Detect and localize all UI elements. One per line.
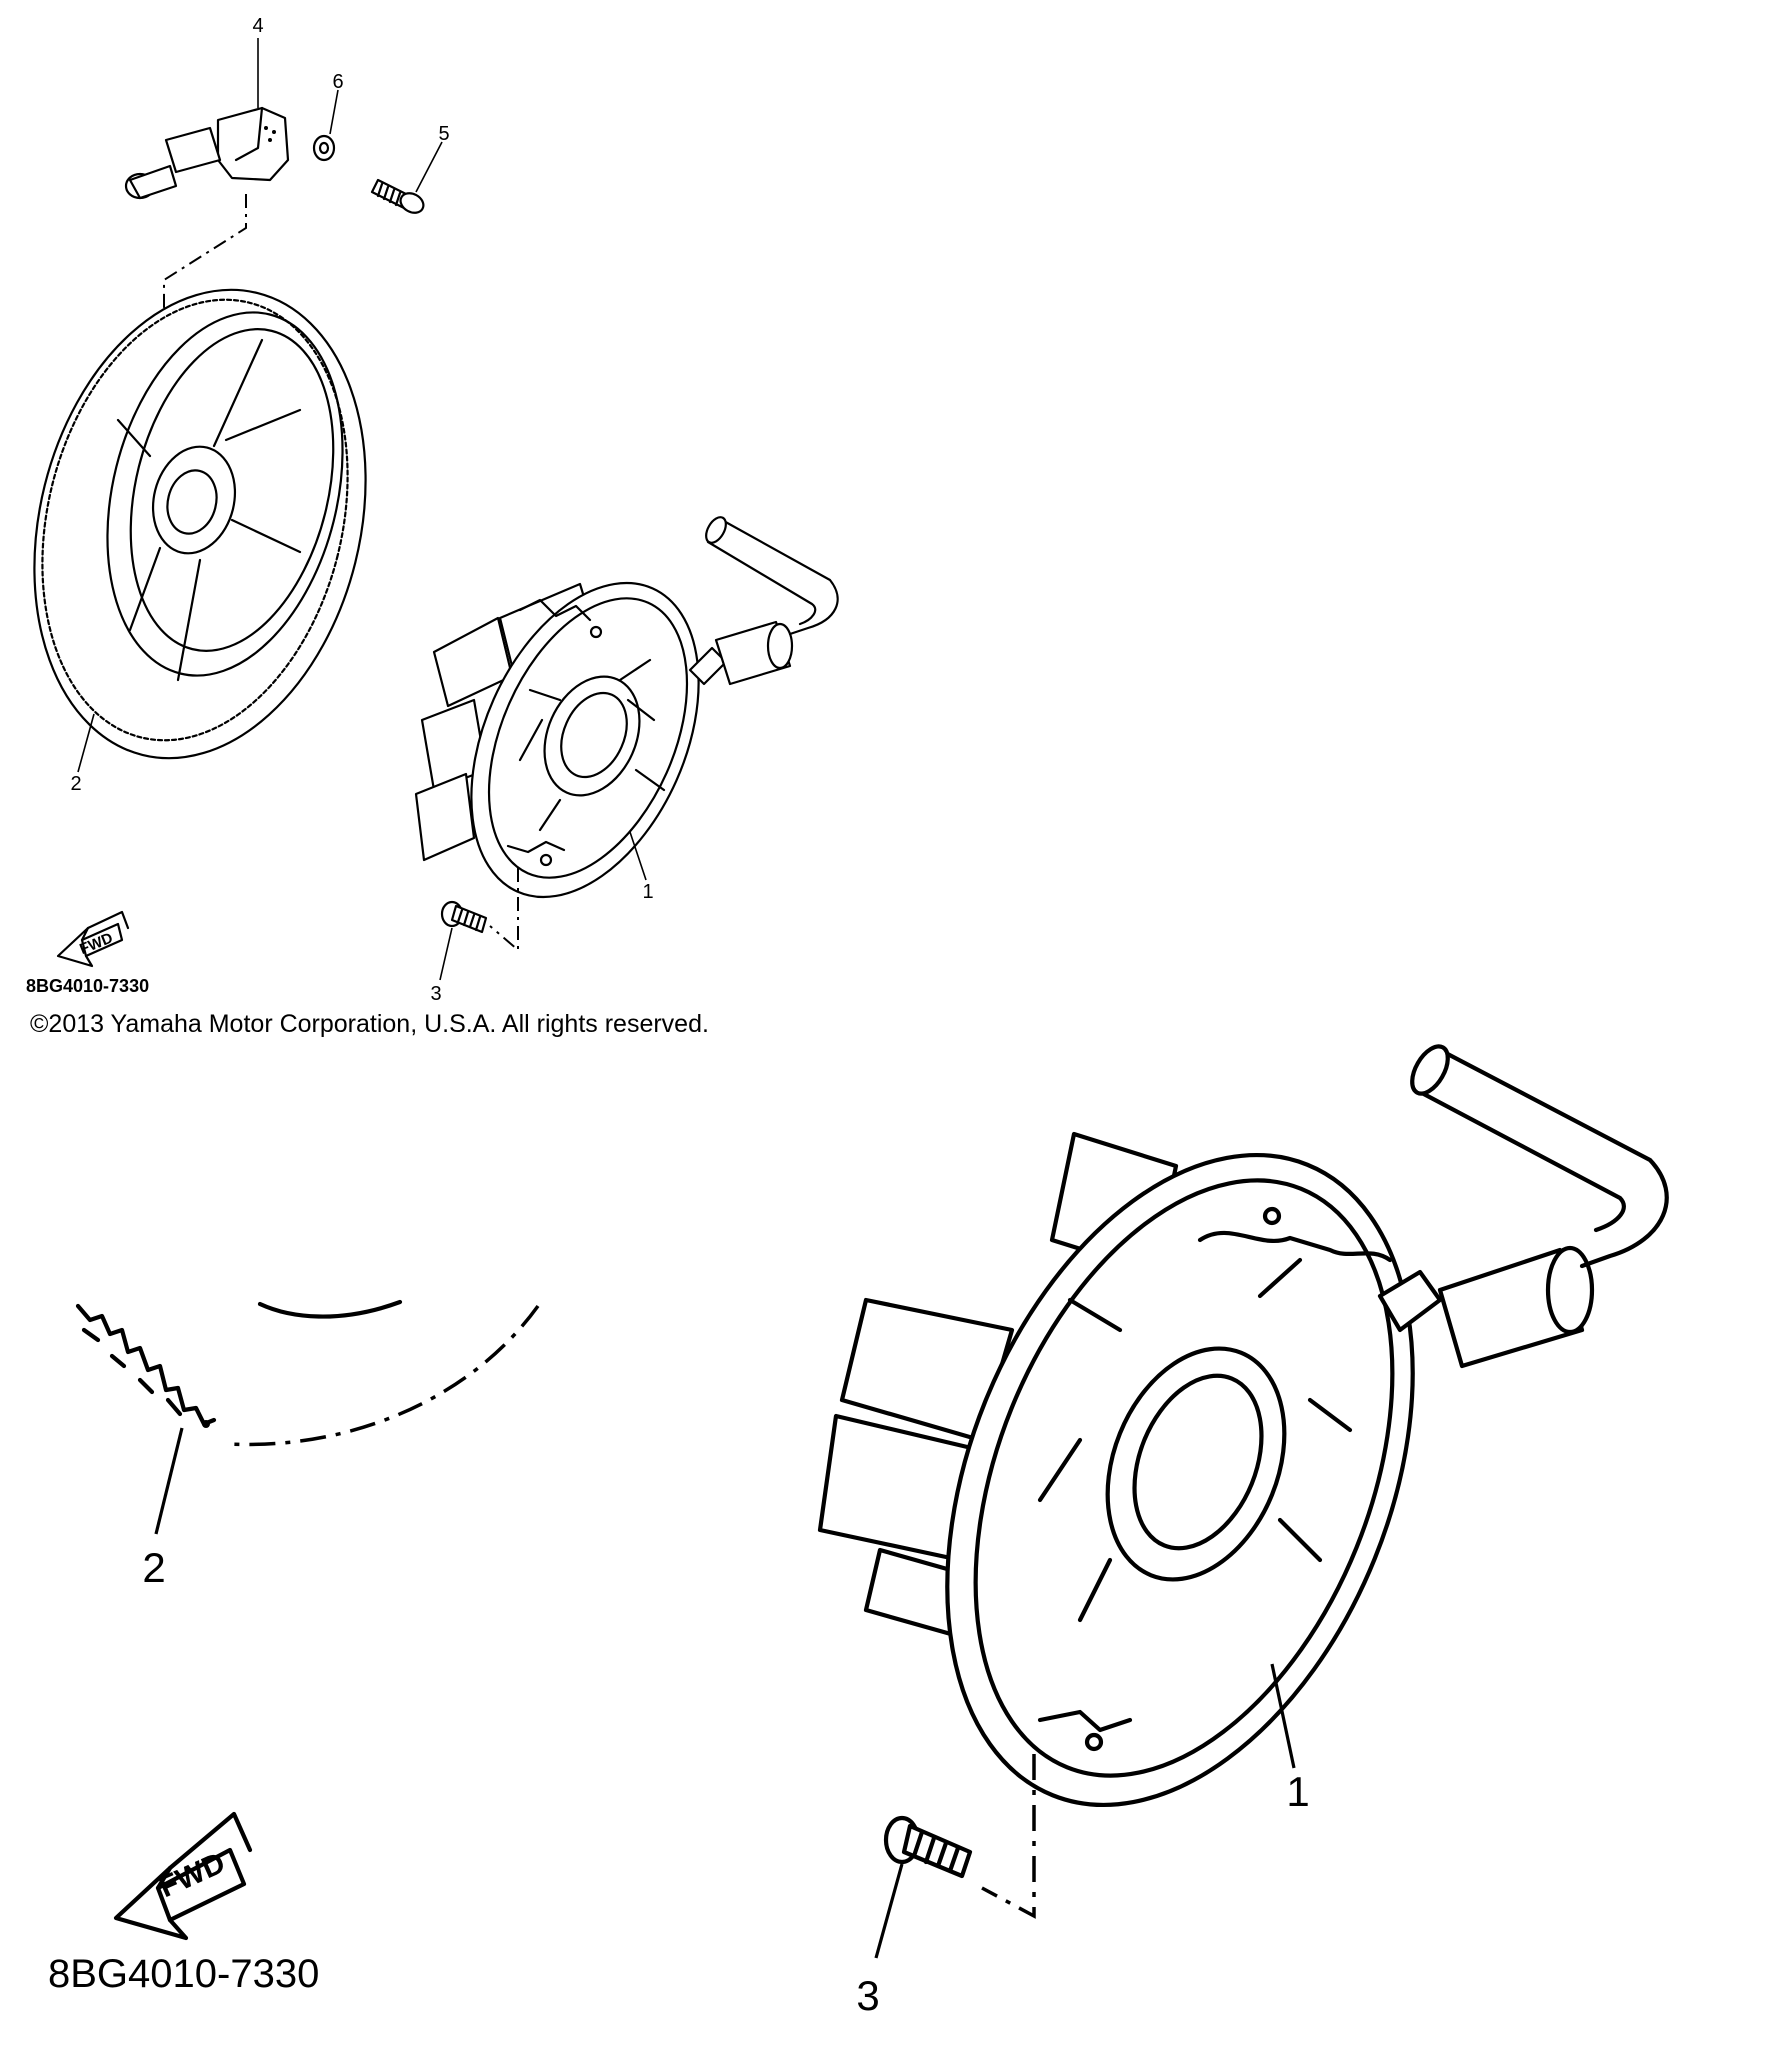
leader-1 <box>629 831 647 881</box>
zoom-diagram-code: 8BG4010-7330 <box>48 1952 320 1996</box>
leader-6 <box>329 89 339 135</box>
zoom-screw-3-assembly-line <box>981 1754 1036 1919</box>
zoom-callout-2: 2 <box>142 1544 165 1591</box>
zoom-leader-3 <box>874 1863 904 1959</box>
washer-part-6 <box>312 134 336 162</box>
callout-1: 1 <box>642 881 653 903</box>
callout-3: 3 <box>430 983 441 1005</box>
zoom-callout-3: 3 <box>856 1972 879 2019</box>
zoom-leader-2 <box>154 1427 184 1535</box>
screw-part-5 <box>370 178 425 214</box>
leader-3 <box>439 927 453 981</box>
zoom-screw-part-3 <box>883 1815 973 1879</box>
fwd-arrow-icon <box>56 910 130 968</box>
zoom-leader-1 <box>1270 1663 1296 1769</box>
callout-5: 5 <box>438 123 449 145</box>
callout-4: 4 <box>252 15 263 37</box>
leader-2 <box>77 713 95 773</box>
screw-part-3 <box>440 900 488 934</box>
callout-2: 2 <box>70 773 81 795</box>
callout-6: 6 <box>332 71 343 93</box>
diagram-code: 8BG4010-7330 <box>26 976 150 996</box>
pickup-coil-part-4 <box>124 106 290 200</box>
leader-5 <box>415 141 443 193</box>
zoom-flywheel-edge <box>75 1299 540 1447</box>
zoom-fwd-arrow-icon <box>113 1811 253 1941</box>
flywheel-rotor-part-2 <box>33 288 367 760</box>
pickup-to-rotor-line <box>163 194 247 318</box>
stator-assembly-part-1 <box>414 516 839 899</box>
zoom-callout-1: 1 <box>1286 1768 1309 1815</box>
zoom-stator-assembly <box>817 1044 1669 1808</box>
copyright-notice: ©2013 Yamaha Motor Corporation, U.S.A. A… <box>30 1010 709 1038</box>
